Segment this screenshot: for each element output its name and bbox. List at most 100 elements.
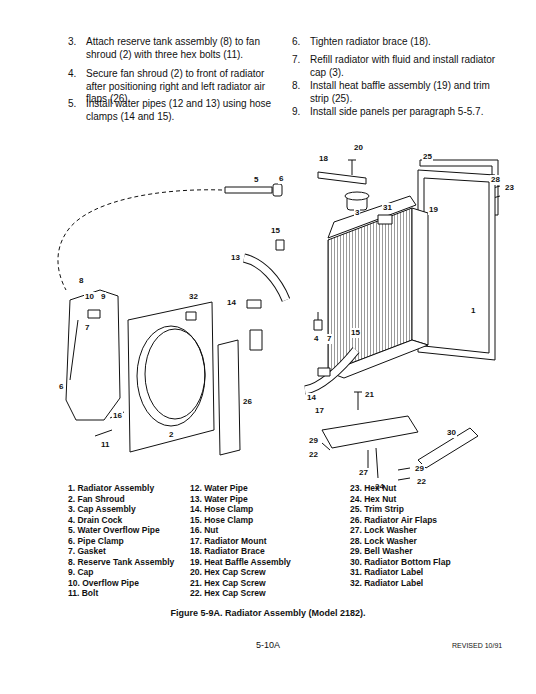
step-number: 5. [68,98,76,111]
lower-pipe-fill [305,350,356,390]
callout-number: 15 [270,226,281,236]
pipe-clamp [273,184,282,196]
callout-number: 4 [313,334,319,344]
callout-number: 15 [350,328,361,338]
callout-number: 20 [353,143,364,153]
callout-number: 13 [230,253,241,263]
part-list-entry: 18. Radiator Brace [190,546,265,557]
tank-cap [88,310,100,318]
figure-caption: Figure 5-9A. Radiator Assembly (Model 21… [170,608,365,619]
part-list-entry: 7. Gasket [68,546,106,557]
callout-number: 8 [78,276,84,286]
lower-pipe [305,350,356,390]
overflow-pipe [70,320,78,380]
washers [398,468,410,480]
callout-number: 3 [354,208,360,218]
callout-number: 30 [446,428,457,438]
part-list-entry: 5. Water Overflow Pipe [68,525,160,536]
shroud-label [186,312,196,320]
callout-number: 25 [422,152,433,162]
callout-number: 23 [504,183,515,193]
step-text: Refill radiator with fluid and install r… [310,54,510,79]
hex-cap-screw [348,160,356,175]
part-list-entry: 9. Cap [68,567,94,578]
callout-number: 9 [100,292,106,302]
radiator-cap [345,192,369,200]
part-list-entry: 14. Hose Clamp [190,504,253,515]
callout-number: 16 [112,411,123,421]
part-list-entry: 20. Hex Cap Screw [190,567,266,578]
part-list-entry: 3. Cap Assembly [68,504,136,515]
mount-hardware [322,443,378,478]
part-list-entry: 10. Overflow Pipe [68,578,139,589]
step-number: 7. [292,54,300,67]
part-list-entry: 27. Lock Washer [350,525,417,536]
hose-clamp [276,240,284,250]
step-number: 3. [68,36,76,49]
side-tank [412,208,428,345]
bottom-flap [418,428,478,468]
part-list-entry: 21. Hex Cap Screw [190,578,266,589]
overflow-pipe [225,187,272,193]
callout-number: 5 [253,175,259,185]
part-list-entry: 12. Water Pipe [190,483,248,494]
step-number: 8. [292,80,300,93]
bolt [95,412,124,436]
callout-number: 28 [490,175,501,185]
callout-number: 27 [358,468,369,478]
part-list-entry: 26. Radiator Air Flaps [350,515,437,526]
callout-number: 7 [326,334,332,344]
page-number: 5-10A [256,640,280,651]
callout-number: 22 [308,450,319,460]
callout-number: 10 [84,292,95,302]
callout-number: 18 [318,154,329,164]
callout-number: 14 [306,393,317,403]
step-text: Install water pipes (12 and 13) using ho… [86,98,276,123]
part-list-entry: 22. Hex Cap Screw [190,588,266,599]
part-list-entry: 25. Trim Strip [350,504,404,515]
part-list-entry: 15. Hose Clamp [190,515,253,526]
shroud-ring [145,329,205,419]
callout-number: 6 [278,174,284,184]
hose-clamp [318,368,330,376]
part-list-entry: 19. Heat Baffle Assembly [190,557,291,568]
step-text: Install side panels per paragraph 5-5.7. [310,106,510,119]
heat-baffle-inner [424,178,489,353]
part-list-entry: 8. Reserve Tank Assembly [68,557,174,568]
callout-number: 17 [314,406,325,416]
callout-number: 14 [226,298,237,308]
step-number: 9. [292,106,300,119]
part-list-entry: 2. Fan Shroud [68,494,125,505]
part-list-entry: 6. Pipe Clamp [68,536,124,547]
part-list-entry: 4. Drain Cock [68,515,122,526]
air-flap [218,340,240,455]
upper-pipe-fill [244,258,286,300]
part-list-entry: 28. Lock Washer [350,536,417,547]
callout-number: 29 [308,436,319,446]
callout-number: 32 [188,292,199,302]
heat-baffle [418,170,495,360]
hex-cap-screw [354,392,362,410]
part-list-entry: 23. Hex Nut [350,483,396,494]
callout-number: 31 [382,203,393,213]
step-text: Install heat baffle assembly (19) and tr… [310,80,510,105]
radiator-brace [318,172,366,184]
step-number: 6. [292,36,300,49]
part-list-entry: 11. Bolt [68,588,98,599]
drain-cock [314,312,322,330]
callout-number: 7 [84,323,90,333]
shroud-opening [137,326,205,426]
callout-number: 29 [414,464,425,474]
part-list-entry: 29. Bell Washer [350,546,413,557]
step-number: 4. [68,68,76,81]
reserve-tank [66,290,120,420]
gasket [250,330,262,350]
part-list-entry: 1. Radiator Assembly [68,483,154,494]
callout-number: 2 [168,430,174,440]
part-list-entry: 16. Nut [190,525,218,536]
part-list-entry: 32. Radiator Label [350,578,423,589]
step-text: Attach reserve tank assembly (8) to fan … [86,36,276,61]
revision-note: REVISED 10/91 [452,642,502,651]
fan-shroud [128,302,214,452]
callout-number: 6 [58,382,64,392]
